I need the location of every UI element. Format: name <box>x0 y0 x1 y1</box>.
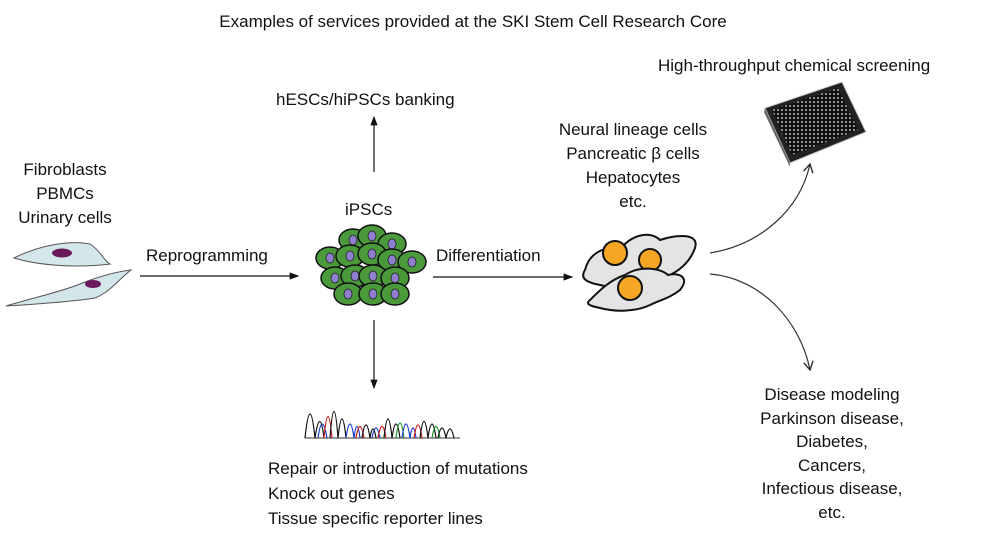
ipsc-nucleus <box>367 230 377 242</box>
ipsc-nucleus <box>348 234 358 246</box>
gene-editing-list: Repair or introduction of mutations Knoc… <box>268 456 528 531</box>
banking-label: hESCs/hiPSCs banking <box>276 90 455 109</box>
disease-modeling-list: Disease modeling Parkinson disease, Diab… <box>732 383 932 524</box>
differentiated-cells-icon <box>582 233 697 312</box>
ipsc-nucleus <box>367 248 377 260</box>
ipsc-nucleus <box>343 288 353 300</box>
ipsc-nucleus <box>345 250 355 262</box>
well-plate-icon <box>764 81 867 167</box>
hepatocytes-item: Hepatocytes <box>585 168 681 187</box>
disease-item: Cancers, <box>797 455 867 475</box>
ipsc-nucleus <box>407 256 417 268</box>
disease-item: Infectious disease, <box>761 479 903 498</box>
disease-item: etc. <box>818 502 846 522</box>
reprogramming-label: Reprogramming <box>146 246 268 265</box>
pancreatic-beta-item: Pancreatic β cells <box>566 144 700 163</box>
source-urinary-cells: Urinary cells <box>18 208 112 227</box>
neural-lineage-item: Neural lineage cells <box>558 120 708 139</box>
fibroblast-cells-icon <box>5 242 133 307</box>
ipsc-nucleus <box>387 254 397 266</box>
differentiated-cell-types: Neural lineage cells Pancreatic β cells … <box>533 118 733 214</box>
disease-item: Parkinson disease, <box>760 408 904 428</box>
sequencing-chromatogram-icon <box>304 411 460 439</box>
gene-editing-item: Repair or introduction of mutations <box>268 459 528 478</box>
disease-modeling-arrow <box>709 273 814 372</box>
ipsc-nucleus <box>350 270 360 282</box>
source-cell-types: Fibroblasts PBMCs Urinary cells <box>0 158 130 230</box>
ipsc-nucleus <box>368 270 378 282</box>
ipsc-nucleus <box>330 272 340 284</box>
screening-label: High-throughput chemical screening <box>658 56 931 75</box>
etc-item: etc. <box>619 192 647 211</box>
disease-modeling-heading: Disease modeling <box>764 385 900 404</box>
ipsc-nucleus <box>368 288 378 300</box>
ipsc-nucleus <box>390 288 400 300</box>
ipsc-nucleus <box>325 252 335 264</box>
gene-editing-item: Knock out genes <box>268 484 395 503</box>
ipsc-nucleus <box>387 238 397 250</box>
screening-arrow <box>709 162 814 254</box>
gene-editing-item: Tissue specific reporter lines <box>268 509 483 528</box>
differentiation-label: Differentiation <box>436 246 541 265</box>
diagram-title: Examples of services provided at the SKI… <box>219 12 727 31</box>
disease-item: Diabetes, <box>796 432 868 451</box>
source-pbmcs: PBMCs <box>36 184 94 203</box>
ipsc-colony-icon <box>315 224 427 306</box>
ipsc-nucleus <box>390 272 400 284</box>
ipscs-label: iPSCs <box>345 200 393 219</box>
source-fibroblasts: Fibroblasts <box>23 160 107 179</box>
